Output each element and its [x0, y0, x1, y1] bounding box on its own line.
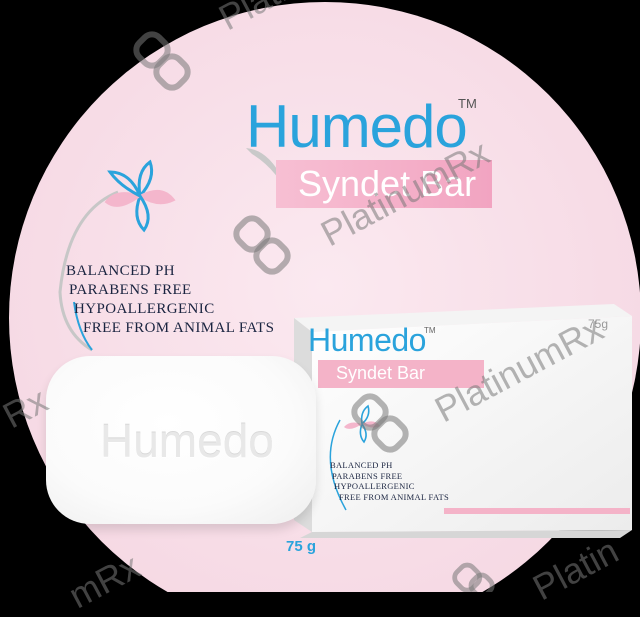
feature-item: HYPOALLERGENIC [74, 301, 215, 317]
subtitle: Syndet Bar [298, 163, 477, 204]
feature-item: PARABENS FREE [69, 282, 192, 298]
box-feature-list: BALANCED PH PARABENS FREE HYPOALLERGENIC… [330, 460, 449, 502]
soap-embossed-text: Humedo [100, 415, 274, 467]
box-feature-item: FREE FROM ANIMAL FATS [339, 491, 449, 502]
subtitle-band [276, 160, 492, 208]
box-feature-item: BALANCED PH [330, 460, 393, 470]
trademark-mark: TM [458, 96, 477, 111]
box-trademark-mark: TM [424, 326, 436, 335]
feature-item: FREE FROM ANIMAL FATS [83, 320, 275, 336]
watermark-logo-icon [133, 31, 191, 91]
box-weight: 75g [588, 317, 609, 331]
watermark-logo-icon [351, 393, 409, 453]
brand-title: Humedo [246, 93, 468, 160]
feature-item: BALANCED PH [66, 263, 175, 279]
feature-list: BALANCED PH PARABENS FREE HYPOALLERGENIC… [66, 262, 274, 338]
soap-bar [46, 356, 316, 524]
box-feature-item: HYPOALLERGENIC [334, 481, 415, 491]
watermark-logo-icon [452, 562, 495, 592]
box-subtitle: Syndet Bar [336, 363, 426, 383]
flower-icon [58, 159, 176, 352]
box-feature-item: PARABENS FREE [332, 470, 403, 481]
box-brand-title: Humedo [308, 322, 426, 358]
watermark-logo-icon [233, 215, 291, 275]
net-weight: 75 g [286, 538, 317, 555]
